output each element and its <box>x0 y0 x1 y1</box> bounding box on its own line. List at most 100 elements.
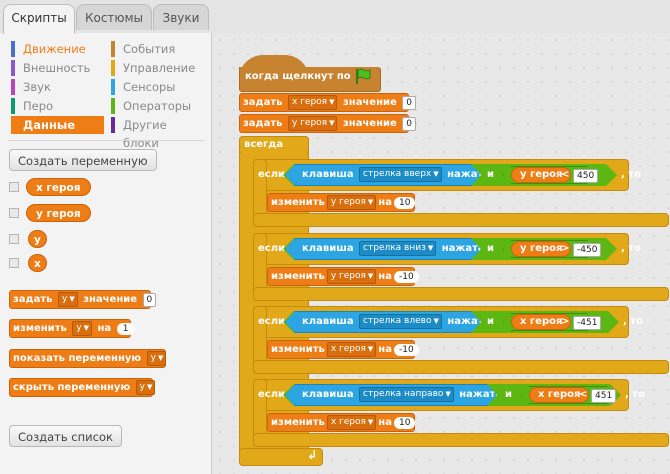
variable-dropdown[interactable]: y▼ <box>58 292 78 307</box>
category-looks[interactable]: Внешность <box>11 59 104 77</box>
dropdown-arrow-icon: ▼ <box>329 119 335 127</box>
key-dropdown[interactable]: стрелка направо▼ <box>359 387 454 402</box>
dropdown-arrow-icon: ▼ <box>433 316 439 325</box>
sensor-label: клавиша <box>302 169 354 180</box>
variable-checkbox[interactable] <box>9 208 19 218</box>
variable-reporter-x[interactable]: x <box>28 254 47 272</box>
value-input[interactable]: 0 <box>402 116 417 131</box>
dropdown-arrow-icon: ▼ <box>367 272 374 280</box>
key-pressed-sensor[interactable]: клавиша стрелка вверх▼ нажата? <box>285 164 481 186</box>
variable-dropdown[interactable]: y героя▼ <box>326 195 377 210</box>
and-label: и <box>487 316 495 327</box>
variable-checkbox[interactable] <box>9 258 19 268</box>
key-pressed-sensor[interactable]: клавиша стрелка вниз▼ нажата? <box>285 238 481 260</box>
key-dropdown[interactable]: стрелка влево▼ <box>359 314 442 329</box>
variable-dropdown[interactable]: y▼ <box>72 321 93 336</box>
category-sound[interactable]: Звук <box>11 78 104 96</box>
dropdown-arrow-icon: ▼ <box>83 324 90 332</box>
dropdown-arrow-icon: ▼ <box>157 354 164 362</box>
variable-dropdown[interactable]: y▼ <box>146 351 167 366</box>
variable-reporter-x-hero[interactable]: x героя <box>26 178 91 196</box>
variable-reporter-y[interactable]: y <box>28 230 47 248</box>
dropdown-value: y героя <box>330 197 366 207</box>
category-pen[interactable]: Перо <box>11 97 104 115</box>
comparison-value-input[interactable]: 451 <box>591 389 617 403</box>
make-list-button[interactable]: Создать список <box>9 425 122 447</box>
value-input[interactable]: -10 <box>393 270 419 283</box>
show-variable-block[interactable]: показать переменную y▼ <box>9 349 167 368</box>
dropdown-arrow-icon: ▼ <box>367 345 374 353</box>
variable-reporter[interactable]: y героя <box>511 167 572 183</box>
key-dropdown[interactable]: стрелка вверх▼ <box>359 167 442 182</box>
value-input[interactable]: 1 <box>116 322 135 335</box>
category-operators[interactable]: Операторы <box>111 97 204 115</box>
category-more-blocks[interactable]: Другие блоки <box>111 116 204 150</box>
if-label: если <box>258 169 286 180</box>
tab-costumes[interactable]: Костюмы <box>76 4 152 30</box>
category-sensing[interactable]: Сенсоры <box>111 78 204 96</box>
variable-dropdown[interactable]: x героя▼ <box>326 415 377 430</box>
dropdown-value: стрелка направо <box>363 388 444 399</box>
key-pressed-sensor[interactable]: клавиша стрелка направо▼ нажата? <box>285 384 497 406</box>
block-label: значение <box>342 118 397 129</box>
comparison-symbol: < <box>579 389 588 400</box>
sensor-label: нажата? <box>447 169 496 180</box>
hide-variable-block[interactable]: скрыть переменную y▼ <box>9 378 156 397</box>
category-label: Движение <box>23 42 86 56</box>
dropdown-value: y <box>62 294 68 304</box>
category-control[interactable]: Управление <box>111 59 204 77</box>
block-label: изменить <box>271 417 325 428</box>
variable-reporter[interactable]: x героя <box>529 387 590 403</box>
set-y-hero-block[interactable]: задать y героя▼ значение 0 <box>239 114 417 133</box>
dropdown-arrow-icon: ▼ <box>367 418 374 426</box>
variable-dropdown[interactable]: y▼ <box>135 380 156 395</box>
value-input[interactable]: 0 <box>402 95 417 110</box>
tab-sounds[interactable]: Звуки <box>153 4 209 30</box>
sensor-label: клавиша <box>302 316 354 327</box>
variable-dropdown[interactable]: x героя▼ <box>326 342 377 357</box>
value-input[interactable]: 10 <box>393 196 416 209</box>
value-input[interactable]: 0 <box>142 292 157 307</box>
variable-dropdown[interactable]: y героя▼ <box>288 116 338 131</box>
value-input[interactable]: 10 <box>393 416 416 429</box>
variable-reporter[interactable]: y героя <box>511 241 572 257</box>
dropdown-value: x героя <box>330 344 366 354</box>
category-swatch <box>11 98 15 114</box>
change-variable-block[interactable]: изменить y▼ на 1 <box>9 319 135 338</box>
set-x-hero-block[interactable]: задать x героя▼ значение 0 <box>239 93 417 112</box>
value-input[interactable]: -10 <box>393 343 419 356</box>
variable-dropdown[interactable]: x героя▼ <box>288 95 338 110</box>
category-label: Данные <box>23 118 76 132</box>
if-bottom-bar <box>253 213 669 227</box>
if-bottom-bar <box>253 433 669 447</box>
then-label: , то <box>621 243 641 254</box>
forever-block[interactable]: всегда ↲ <box>239 136 669 466</box>
make-variable-button[interactable]: Создать переменную <box>9 149 157 171</box>
script-area[interactable]: когда щелкнут по задать x героя▼ значени… <box>213 33 670 474</box>
comparison-value-input[interactable]: 450 <box>573 169 599 183</box>
key-pressed-sensor[interactable]: клавиша стрелка влево▼ нажата? <box>285 311 481 333</box>
palette-divider <box>8 140 204 141</box>
key-dropdown[interactable]: стрелка вниз▼ <box>359 241 436 256</box>
comparison-value-input[interactable]: -451 <box>573 316 602 330</box>
variable-reporter[interactable]: x героя <box>511 314 572 330</box>
variable-checkbox[interactable] <box>9 234 19 244</box>
set-variable-block[interactable]: задать y▼ значение 0 <box>9 290 157 309</box>
category-motion[interactable]: Движение <box>11 40 104 58</box>
variable-dropdown[interactable]: y героя▼ <box>326 269 377 284</box>
tab-scripts[interactable]: Скрипты <box>3 4 75 34</box>
category-data[interactable]: Данные <box>11 116 104 134</box>
category-events[interactable]: События <box>111 40 204 58</box>
when-flag-clicked-hat-block[interactable]: когда щелкнут по <box>239 55 381 95</box>
variable-reporter-y-hero[interactable]: y героя <box>26 204 91 222</box>
variable-checkbox[interactable] <box>9 182 19 192</box>
comparison-value-input[interactable]: -450 <box>573 243 602 257</box>
